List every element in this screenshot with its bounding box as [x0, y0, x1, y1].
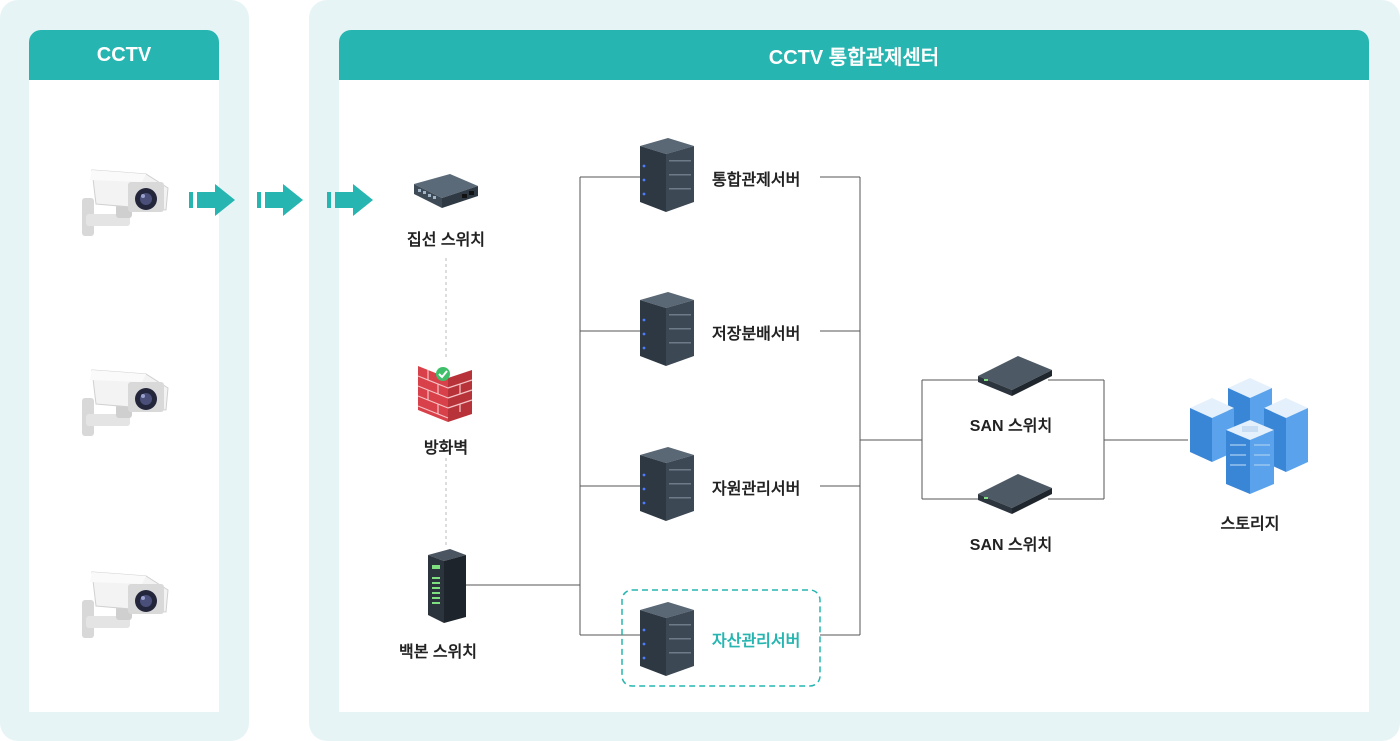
storage-icon: [1190, 378, 1308, 494]
cctv-camera-icon: [82, 571, 169, 638]
san-switch-label: SAN 스위치: [969, 537, 1053, 554]
edge-switch-label: 집선 스위치: [406, 232, 486, 249]
flow-arrow-icon: [257, 184, 303, 216]
server-icon: [640, 292, 694, 366]
flow-arrow-icon: [327, 184, 373, 216]
switch-icon: [414, 174, 478, 208]
center-panel: CCTV 통합관제센터: [339, 30, 1369, 712]
storage-label: 스토리지: [1220, 516, 1280, 533]
backbone-switch-icon: [428, 549, 466, 623]
flow-arrow-icon: [189, 184, 235, 216]
server-label: 자원관리서버: [712, 481, 801, 498]
cctv-panel-title: CCTV: [29, 30, 219, 80]
firewall-icon: [417, 366, 473, 422]
cctv-camera-icon: [82, 369, 169, 436]
server-label: 저장분배서버: [712, 326, 801, 343]
san-switch-label: SAN 스위치: [969, 418, 1053, 435]
server-label: 통합관제서버: [712, 172, 801, 189]
asset-server-label: 자산관리서버: [712, 633, 801, 650]
cctv-camera-icon: [82, 169, 169, 236]
san-switch-icon: [978, 356, 1052, 396]
server-icon: [640, 138, 694, 212]
server-icon: [640, 447, 694, 521]
center-panel-title: CCTV 통합관제센터: [339, 30, 1369, 80]
backbone-switch-label: 백본 스위치: [398, 644, 478, 661]
firewall-label: 방화벽: [423, 440, 469, 457]
server-icon: [640, 602, 694, 676]
san-switch-icon: [978, 474, 1052, 514]
